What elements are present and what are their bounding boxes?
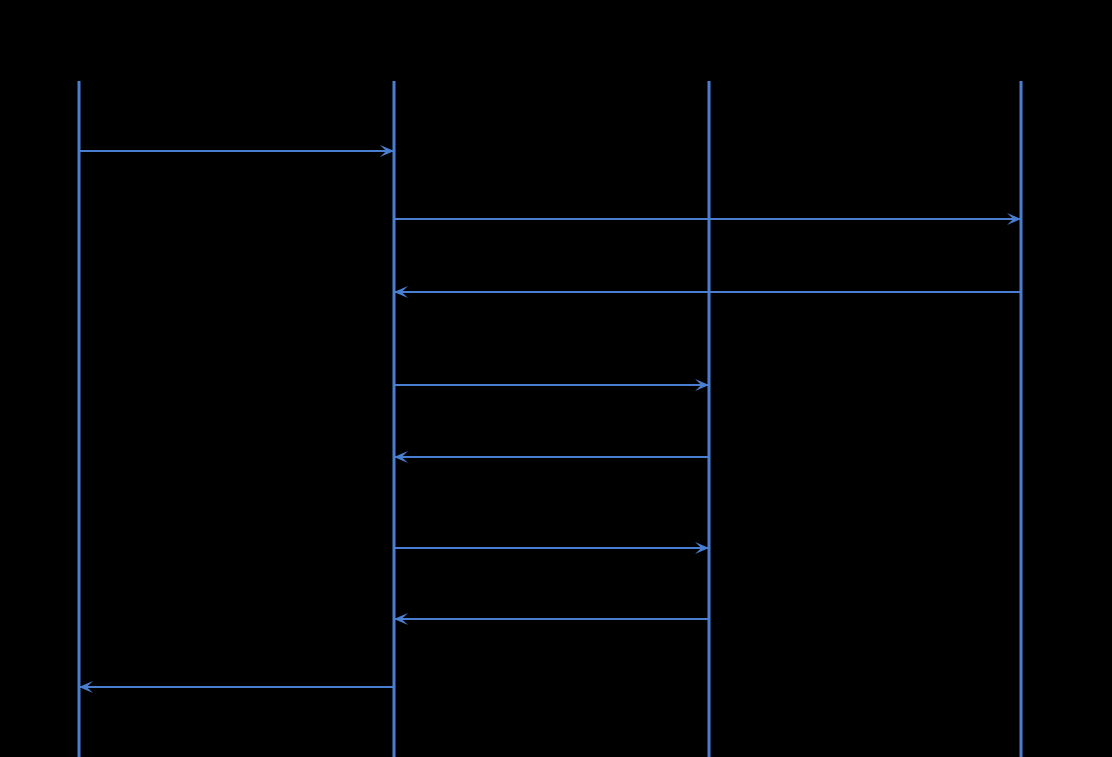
message-arrowhead-7 <box>394 613 408 625</box>
message-7 <box>394 613 709 625</box>
message-8 <box>79 681 394 693</box>
message-arrowhead-3 <box>394 286 408 298</box>
message-arrowhead-6 <box>695 542 709 554</box>
message-arrowhead-1 <box>380 145 394 157</box>
message-6 <box>394 542 709 554</box>
messages-group <box>79 145 1021 693</box>
message-arrowhead-5 <box>394 451 408 463</box>
message-5 <box>394 451 709 463</box>
message-3 <box>394 286 1021 298</box>
lifelines-group <box>77 81 1023 757</box>
message-arrowhead-8 <box>79 681 93 693</box>
message-arrowhead-2 <box>1007 213 1021 225</box>
message-4 <box>394 379 709 391</box>
message-arrowhead-4 <box>695 379 709 391</box>
message-2 <box>394 213 1021 225</box>
message-1 <box>79 145 394 157</box>
